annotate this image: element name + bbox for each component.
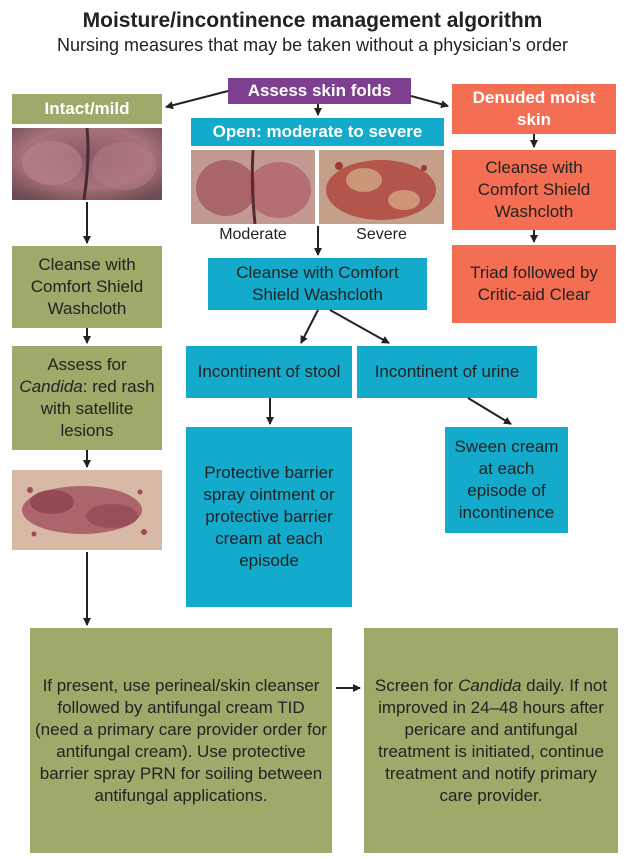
severe-photo — [319, 150, 444, 224]
moderate-photo — [191, 150, 315, 224]
incontinent-urine-label: Incontinent of urine — [375, 361, 520, 383]
stool-treatment-box: Protective barrier spray ointment or pro… — [186, 427, 352, 607]
triad-label: Triad followed by Critic-aid Clear — [456, 262, 612, 306]
caption-severe: Severe — [319, 226, 444, 244]
arrow-urine-to-treatment — [468, 398, 511, 424]
screen-candida-em: Candida — [458, 676, 521, 695]
screen-candida-pre: Screen for — [375, 676, 453, 695]
screen-candida-box: Screen for Candida daily. If not improve… — [364, 628, 618, 853]
mild-skin-photo — [12, 128, 162, 200]
assess-candida-em: Candida — [19, 377, 82, 396]
urine-treatment-box: Sween cream at each episode of incontine… — [445, 427, 568, 533]
page-title: Moisture/incontinence management algorit… — [0, 8, 625, 34]
assess-skin-folds-box: Assess skin folds — [228, 78, 411, 104]
intact-mild-header: Intact/mild — [12, 94, 162, 124]
assess-skin-folds-label: Assess skin folds — [248, 80, 392, 102]
assess-candida-box: Assess for Candida: red rash with satell… — [12, 346, 162, 450]
assess-candida-text: Assess for Candida: red rash with satell… — [16, 354, 158, 442]
incontinent-stool-box: Incontinent of stool — [186, 346, 352, 398]
open-moderate-severe-label: Open: moderate to severe — [213, 121, 423, 143]
right-cleanse-box: Cleanse with Comfort Shield Washcloth — [452, 150, 616, 230]
triad-box: Triad followed by Critic-aid Clear — [452, 245, 616, 323]
candida-photo — [12, 470, 162, 550]
center-cleanse-label: Cleanse with Comfort Shield Washcloth — [212, 262, 423, 306]
stool-treatment-label: Protective barrier spray ointment or pro… — [190, 462, 348, 572]
intact-mild-label: Intact/mild — [44, 98, 129, 120]
arrow-cleanse-to-stool — [301, 310, 318, 343]
urine-treatment-label: Sween cream at each episode of incontine… — [449, 436, 564, 524]
page-subtitle: Nursing measures that may be taken witho… — [0, 34, 625, 56]
incontinent-stool-label: Incontinent of stool — [198, 361, 341, 383]
screen-candida-text: Screen for Candida daily. If not improve… — [368, 675, 614, 807]
if-present-label: If present, use perineal/skin cleanser f… — [34, 675, 328, 807]
right-cleanse-label: Cleanse with Comfort Shield Washcloth — [456, 157, 612, 223]
left-cleanse-box: Cleanse with Comfort Shield Washcloth — [12, 246, 162, 328]
open-moderate-severe-header: Open: moderate to severe — [191, 118, 444, 146]
caption-moderate: Moderate — [191, 226, 315, 244]
arrow-assess-to-denuded — [411, 96, 448, 106]
if-present-box: If present, use perineal/skin cleanser f… — [30, 628, 332, 853]
denuded-moist-skin-label: Denuded moist skin — [456, 87, 612, 131]
arrow-assess-to-intact — [166, 91, 228, 107]
incontinent-urine-box: Incontinent of urine — [357, 346, 537, 398]
title-block: Moisture/incontinence management algorit… — [0, 8, 625, 56]
arrow-cleanse-to-urine — [330, 310, 389, 343]
assess-candida-pre: Assess for — [47, 355, 126, 374]
left-cleanse-label: Cleanse with Comfort Shield Washcloth — [16, 254, 158, 320]
denuded-moist-skin-header: Denuded moist skin — [452, 84, 616, 134]
center-cleanse-box: Cleanse with Comfort Shield Washcloth — [208, 258, 427, 310]
